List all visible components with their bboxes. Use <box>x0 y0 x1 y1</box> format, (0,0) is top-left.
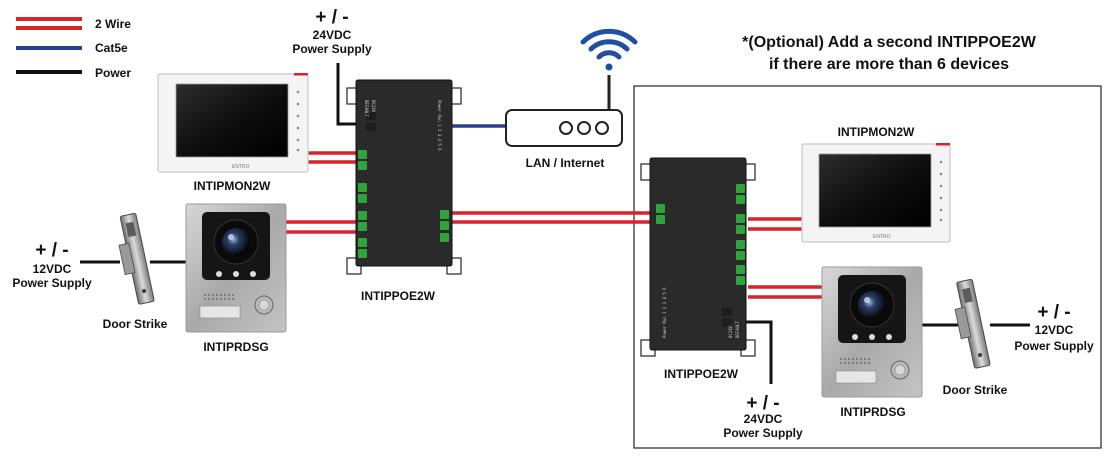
door-station-right-camera-lens <box>858 291 886 319</box>
monitor-right-label: INTIPMON2W <box>838 125 915 139</box>
power-supply-top-text: Power Supply <box>292 42 372 56</box>
monitor-left: ENTRO <box>157 73 309 173</box>
monitor-right-brand: ENTRO <box>873 234 891 240</box>
router <box>505 28 638 147</box>
door-station-right-label: INTIPRDSG <box>840 405 905 419</box>
power-supply-left-voltage: 12VDC <box>33 262 72 276</box>
legend-power-label: Power <box>95 66 131 80</box>
power-supply-bottom-voltage: 24VDC <box>744 412 783 426</box>
optional-section-box <box>633 85 1102 449</box>
power-supply-right-sign: + / - <box>1037 302 1070 323</box>
door-strike-right-label: Door Strike <box>943 383 1008 397</box>
power-supply-top-voltage: 24VDC <box>313 28 352 42</box>
wires <box>80 63 1030 384</box>
legend-cat5e-label: Cat5e <box>95 41 128 55</box>
door-station-left <box>185 203 287 333</box>
door-station-right <box>821 266 923 398</box>
power-supply-right-text: Power Supply <box>1014 339 1094 353</box>
door-strike-right <box>954 278 991 369</box>
poe-switch-left: DEFAULT DC24V Power Run 1 2 3 4 5 6 <box>346 79 462 275</box>
door-station-left-nameplate <box>199 305 241 319</box>
poe-switch-right-side-text1: DEFAULT <box>735 321 740 338</box>
door-strike-left-label: Door Strike <box>103 317 168 331</box>
door-station-left-label: INTIPRDSG <box>203 340 268 354</box>
power-supply-bottom-sign: + / - <box>746 393 779 414</box>
monitor-right-screen <box>818 153 932 228</box>
poe-switch-left-terminals <box>358 150 449 258</box>
power-supply-left-text: Power Supply <box>12 276 92 290</box>
optional-note-line1: *(Optional) Add a second INTIPPOE2W <box>742 34 1037 51</box>
poe-switch-right-top-text: Power Run 1 2 3 4 5 6 <box>662 287 667 338</box>
poe-switch-left-side-text1: DEFAULT <box>364 100 369 117</box>
monitor-left-brand: ENTRO <box>232 164 250 170</box>
monitor-right: ENTRO <box>801 143 951 243</box>
door-station-left-camera-lens <box>222 228 250 256</box>
poe-switch-right-label: INTIPPOE2W <box>664 367 739 381</box>
poe-switch-left-label: INTIPPOE2W <box>361 289 436 303</box>
legend: 2 Wire Cat5e Power <box>16 17 131 80</box>
poe-switch-right-body <box>649 157 747 351</box>
poe-switch-left-body <box>355 79 453 267</box>
poe-switch-left-top-text: Power Run 1 2 3 4 5 6 <box>437 100 442 151</box>
poe-switch-left-side-text2: DC24V <box>371 100 376 113</box>
door-station-right-nameplate <box>835 370 877 384</box>
router-label: LAN / Internet <box>526 156 605 170</box>
legend-two-wire-label: 2 Wire <box>95 17 131 31</box>
power-supply-bottom-text: Power Supply <box>723 426 803 440</box>
legend-two-wire-swatch <box>16 17 82 30</box>
poe-switch-right-terminals <box>656 184 745 285</box>
wifi-icon <box>580 28 638 71</box>
power-supply-right-voltage: 12VDC <box>1035 323 1074 337</box>
power-wire-bottom <box>744 320 773 384</box>
power-wire-top <box>336 63 364 126</box>
power-supply-top-sign: + / - <box>315 7 348 28</box>
monitor-left-screen <box>175 83 289 158</box>
optional-note-line2: if there are more than 6 devices <box>769 56 1009 73</box>
door-strike-left <box>118 212 155 305</box>
poe-switch-right: DEFAULT DC24V Power Run 1 2 3 4 5 6 <box>640 157 756 357</box>
monitor-left-label: INTIPMON2W <box>194 179 271 193</box>
power-supply-left-sign: + / - <box>35 240 68 261</box>
poe-switch-right-side-text2: DC24V <box>728 325 733 338</box>
